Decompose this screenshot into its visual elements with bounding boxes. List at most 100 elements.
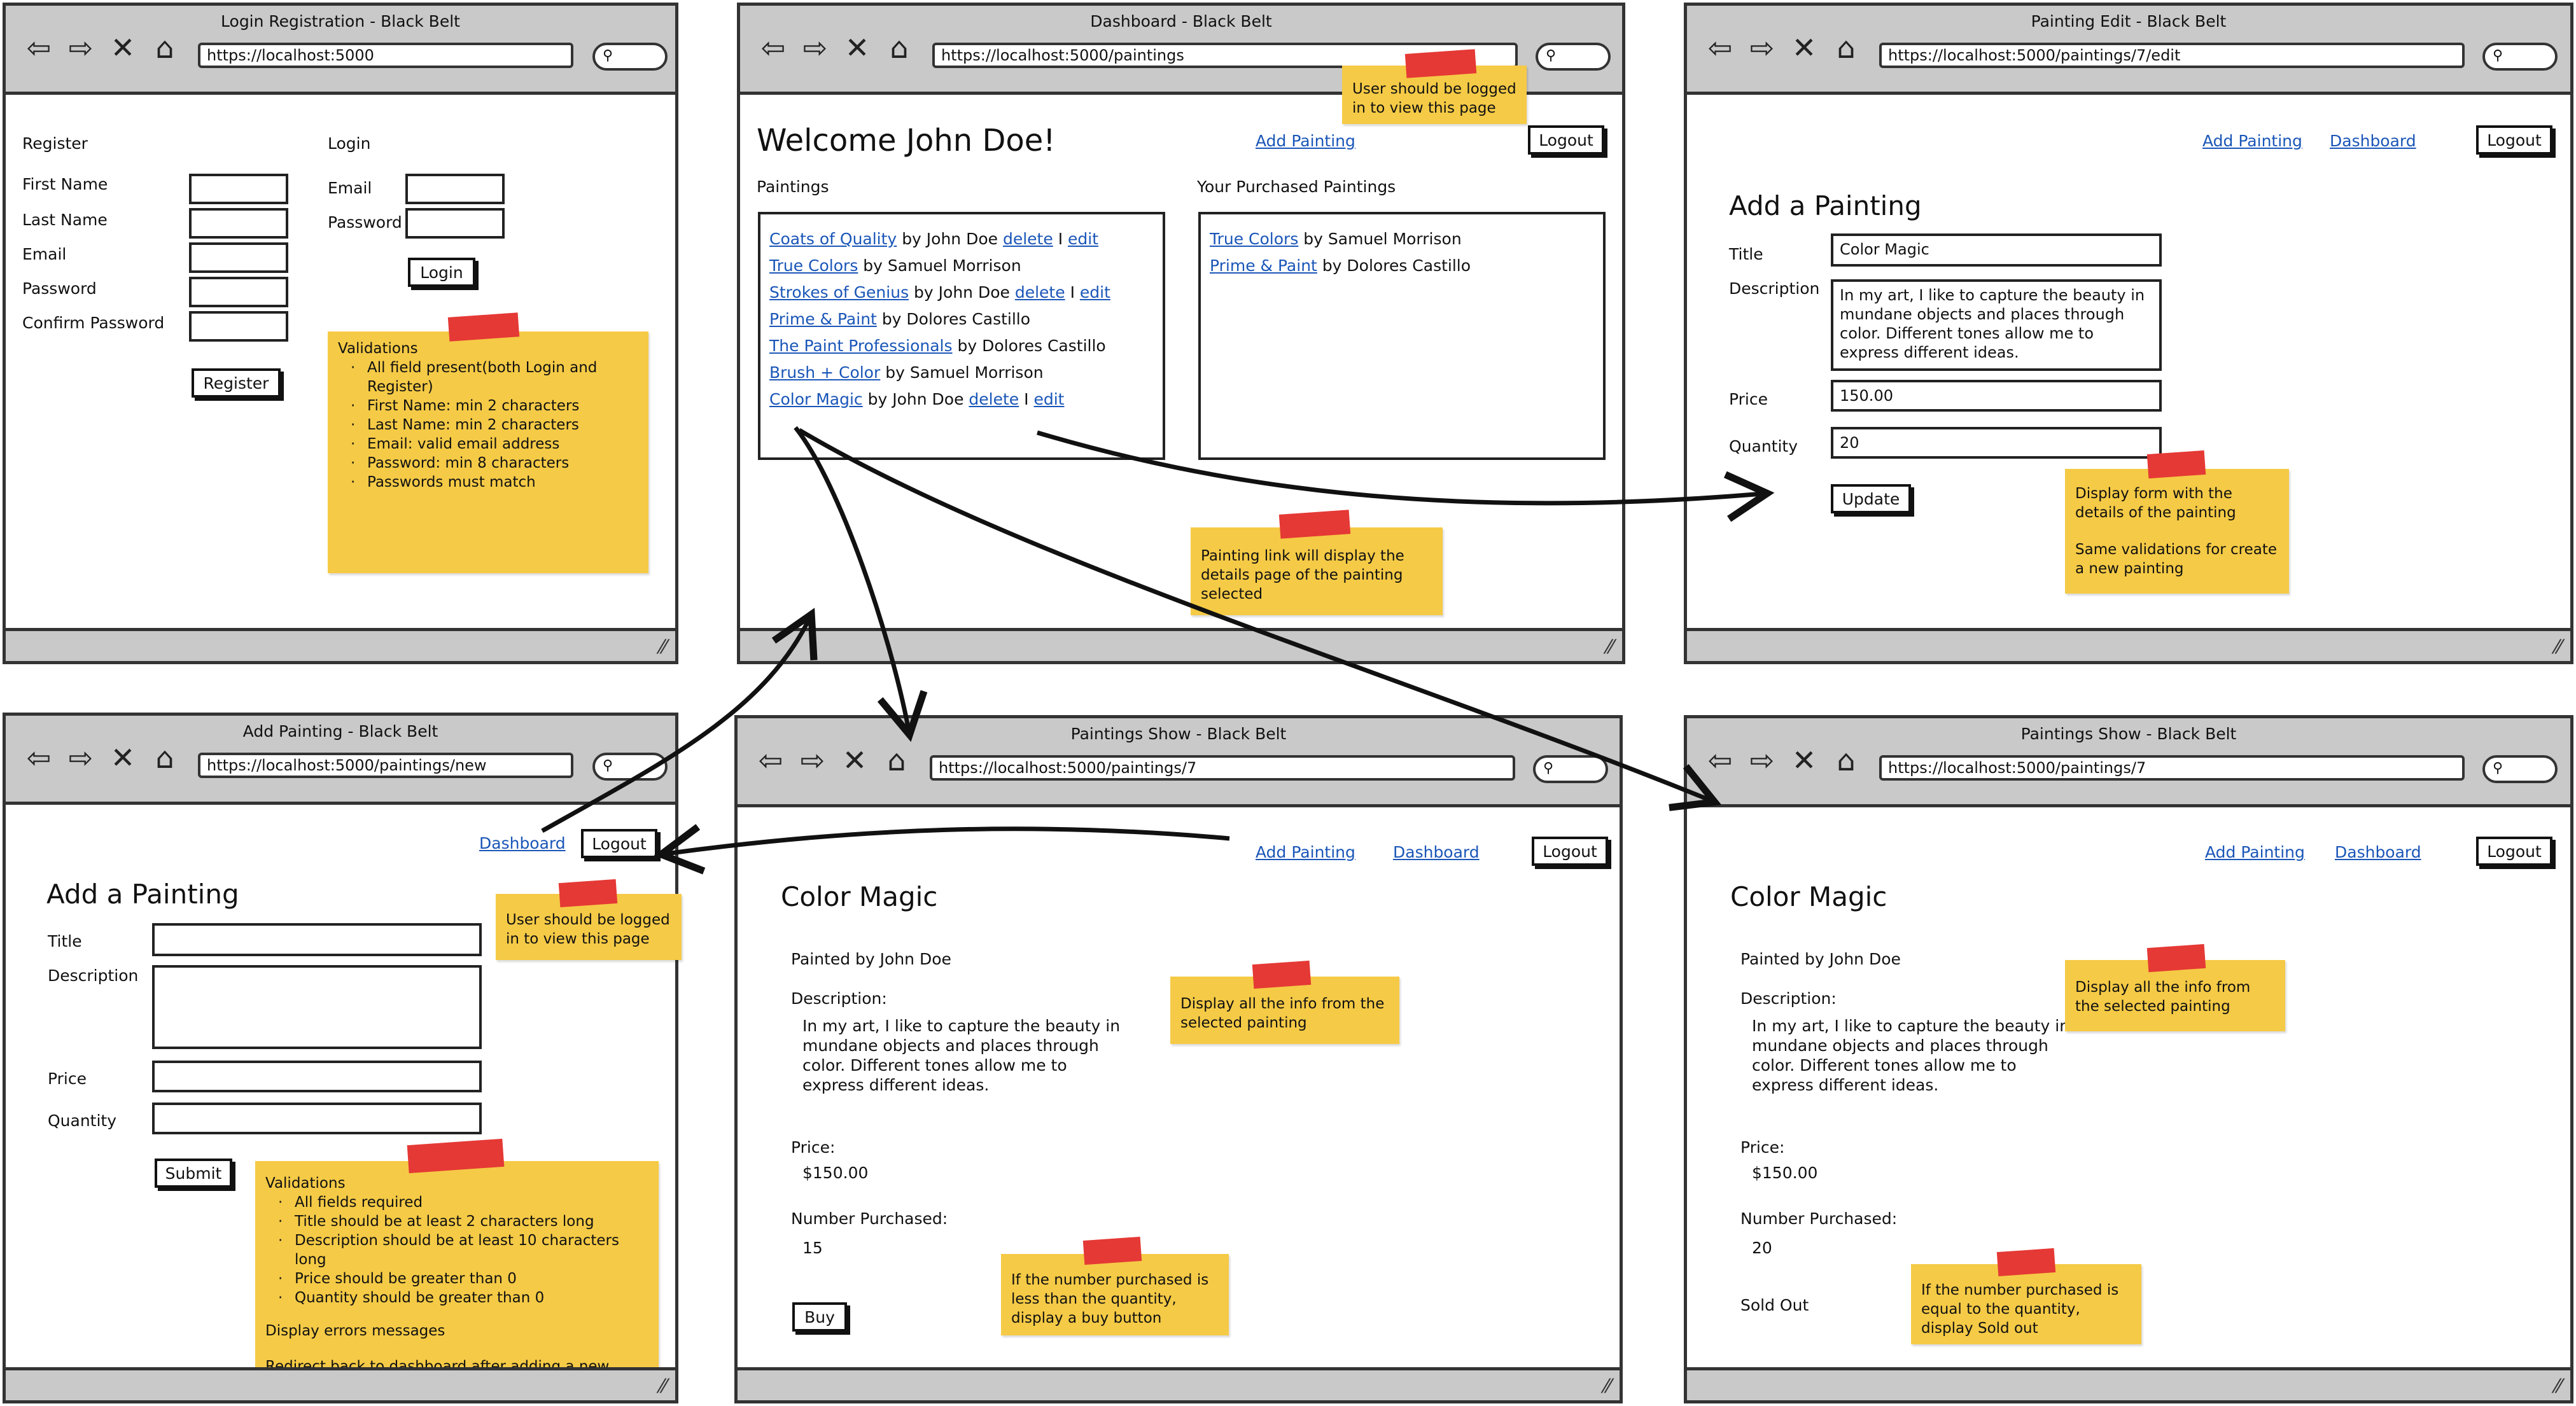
note-title: Validations (265, 1175, 346, 1192)
sold-out-label: Sold Out (1740, 1296, 1809, 1314)
forward-arrow-icon[interactable]: ⇨ (1749, 31, 1775, 65)
close-x-icon[interactable]: ✕ (1791, 743, 1817, 777)
add-painting-link[interactable]: Add Painting (1256, 132, 1355, 150)
login-email-field[interactable] (405, 174, 505, 204)
home-icon[interactable]: ⌂ (1837, 743, 1856, 777)
forward-arrow-icon[interactable]: ⇨ (800, 743, 825, 777)
list-item: The Paint Professionals by Dolores Casti… (769, 333, 1163, 359)
dashboard-link[interactable]: Dashboard (2335, 843, 2421, 861)
back-arrow-icon[interactable]: ⇦ (26, 31, 52, 65)
note-text: Display errors messages (265, 1323, 445, 1339)
close-x-icon[interactable]: ✕ (110, 31, 136, 65)
back-arrow-icon[interactable]: ⇦ (1707, 31, 1733, 65)
logout-button[interactable]: Logout (2476, 125, 2552, 155)
logout-button[interactable]: Logout (2476, 837, 2552, 866)
title-field[interactable]: Color Magic (1831, 233, 2162, 267)
search-icon[interactable]: ⚲ (1536, 43, 1611, 71)
home-icon[interactable]: ⌂ (887, 743, 906, 777)
first-name-field[interactable] (189, 174, 288, 204)
dashboard-link[interactable]: Dashboard (1393, 843, 1480, 861)
painting-link[interactable]: Brush + Color (769, 363, 881, 382)
painting-artist: by Dolores Castillo (957, 337, 1106, 355)
logout-button[interactable]: Logout (1532, 837, 1608, 866)
delete-link[interactable]: delete (1002, 230, 1053, 248)
dashboard-link[interactable]: Dashboard (479, 834, 566, 853)
description-field[interactable] (152, 965, 482, 1049)
url-bar[interactable]: https://localhost:5000/paintings/7 (1879, 755, 2465, 781)
price-field[interactable] (152, 1061, 482, 1092)
search-icon[interactable]: ⚲ (1533, 755, 1608, 783)
resize-grip-icon[interactable]: ⁄⁄ (2554, 636, 2561, 658)
edit-link[interactable]: edit (1033, 390, 1065, 408)
sticky-note-show-info: Display all the info from the selected p… (1170, 960, 1399, 1044)
confirm-password-field[interactable] (189, 311, 288, 342)
register-password-field[interactable] (189, 277, 288, 307)
painting-link[interactable]: Coats of Quality (769, 230, 897, 248)
back-arrow-icon[interactable]: ⇦ (26, 741, 52, 775)
buy-button[interactable]: Buy (792, 1302, 847, 1332)
number-purchased-value: 20 (1752, 1239, 1772, 1257)
resize-grip-icon[interactable]: ⁄⁄ (659, 636, 666, 658)
forward-arrow-icon[interactable]: ⇨ (68, 741, 94, 775)
url-bar[interactable]: https://localhost:5000/paintings/7 (930, 755, 1515, 781)
add-painting-link[interactable]: Add Painting (2205, 843, 2305, 861)
search-icon[interactable]: ⚲ (2482, 755, 2558, 783)
price-field[interactable]: 150.00 (1831, 380, 2162, 412)
forward-arrow-icon[interactable]: ⇨ (802, 31, 828, 65)
painting-link[interactable]: Prime & Paint (1210, 256, 1317, 275)
quantity-field[interactable]: 20 (1831, 427, 2162, 459)
login-password-field[interactable] (405, 208, 505, 239)
close-x-icon[interactable]: ✕ (110, 741, 136, 775)
painting-link[interactable]: Strokes of Genius (769, 283, 909, 302)
browser-toolbar: Paintings Show - Black Belt ⇦ ⇨ ✕ ⌂ http… (738, 718, 1620, 807)
painting-link[interactable]: The Paint Professionals (769, 337, 953, 355)
home-icon[interactable]: ⌂ (155, 741, 174, 775)
close-x-icon[interactable]: ✕ (844, 31, 870, 65)
painting-link[interactable]: Prime & Paint (769, 310, 877, 328)
add-painting-link[interactable]: Add Painting (1256, 843, 1355, 861)
home-icon[interactable]: ⌂ (155, 31, 174, 65)
quantity-field[interactable] (152, 1103, 482, 1134)
edit-link[interactable]: edit (1079, 283, 1110, 302)
back-arrow-icon[interactable]: ⇦ (758, 743, 783, 777)
submit-button[interactable]: Submit (155, 1159, 232, 1188)
validation-item: Last Name: min 2 characters (351, 415, 638, 435)
back-arrow-icon[interactable]: ⇦ (760, 31, 786, 65)
dashboard-link[interactable]: Dashboard (2330, 132, 2416, 150)
title-field[interactable] (152, 923, 482, 956)
delete-link[interactable]: delete (969, 390, 1019, 408)
resize-grip-icon[interactable]: ⁄⁄ (1606, 636, 1613, 658)
painting-link[interactable]: Color Magic (769, 390, 863, 408)
close-x-icon[interactable]: ✕ (1791, 31, 1817, 65)
edit-link[interactable]: edit (1068, 230, 1099, 248)
register-email-field[interactable] (189, 242, 288, 273)
logout-button[interactable]: Logout (581, 829, 657, 858)
sticky-note-validations: Validations All field present(both Login… (328, 312, 648, 573)
update-button[interactable]: Update (1831, 484, 1911, 513)
price-label: Price (48, 1069, 87, 1088)
url-bar[interactable]: https://localhost:5000/paintings/7/edit (1879, 43, 2465, 68)
price-label: Price: (791, 1138, 836, 1157)
login-button[interactable]: Login (408, 258, 475, 287)
home-icon[interactable]: ⌂ (1837, 31, 1856, 65)
search-icon[interactable]: ⚲ (2482, 43, 2558, 71)
painting-link[interactable]: True Colors (1210, 230, 1299, 248)
painting-link[interactable]: True Colors (769, 256, 858, 275)
url-bar[interactable]: https://localhost:5000/paintings/new (198, 753, 573, 778)
logout-button[interactable]: Logout (1528, 125, 1604, 155)
register-button[interactable]: Register (192, 368, 281, 398)
delete-link[interactable]: delete (1014, 283, 1065, 302)
search-icon[interactable]: ⚲ (592, 43, 668, 71)
url-bar[interactable]: https://localhost:5000 (198, 43, 573, 68)
resize-grip-icon[interactable]: ⁄⁄ (2554, 1375, 2561, 1398)
forward-arrow-icon[interactable]: ⇨ (1749, 743, 1775, 777)
description-field[interactable]: In my art, I like to capture the beauty … (1831, 279, 2162, 371)
close-x-icon[interactable]: ✕ (842, 743, 867, 777)
resize-grip-icon[interactable]: ⁄⁄ (1604, 1375, 1611, 1398)
last-name-field[interactable] (189, 208, 288, 239)
add-painting-link[interactable]: Add Painting (2202, 132, 2302, 150)
resize-grip-icon[interactable]: ⁄⁄ (659, 1375, 666, 1398)
home-icon[interactable]: ⌂ (890, 31, 909, 65)
forward-arrow-icon[interactable]: ⇨ (68, 31, 94, 65)
sticky-note-show-info: Display all the info from the selected p… (2065, 943, 2285, 1031)
